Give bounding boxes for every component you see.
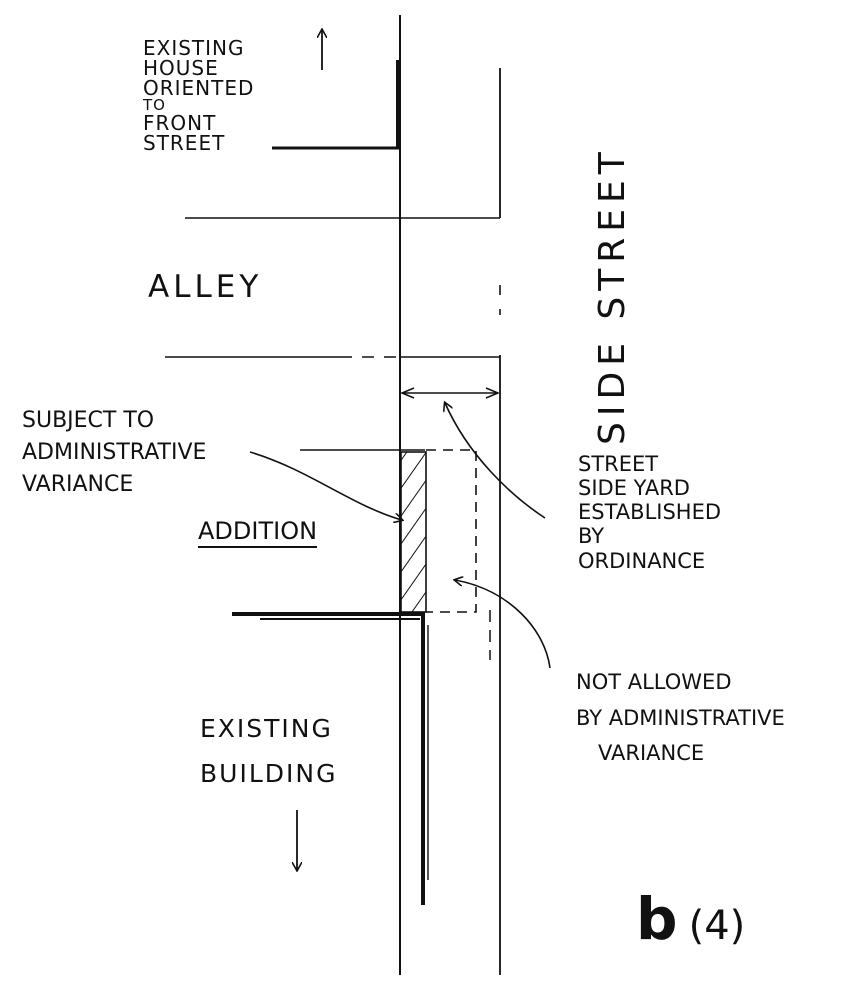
not-allowed-label: NOT ALLOWED BY ADMINISTRATIVE VARIANCE	[576, 665, 785, 772]
figure-number: (4)	[688, 903, 746, 949]
existing-house-line-4: TO	[143, 96, 166, 114]
alley-label: ALLEY	[148, 269, 263, 305]
side-street-label: SIDE STREET	[592, 146, 633, 445]
side-yard-line-2: SIDE YARD	[578, 476, 690, 501]
side-yard-line-4: BY	[578, 524, 605, 549]
existing-house-line-5: FRONT	[143, 111, 217, 135]
subject-line-3: VARIANCE	[22, 471, 134, 497]
dimension-arrow-left	[400, 387, 415, 399]
side-yard-line-5: ORDINANCE	[578, 548, 706, 573]
side-yard-line-3: ESTABLISHED	[578, 500, 722, 525]
existing-house-line-2: HOUSE	[143, 56, 219, 80]
existing-building-label: EXISTING BUILDING	[200, 706, 337, 796]
existing-house-label: EXISTING HOUSE ORIENTED TO FRONT STREET	[143, 38, 254, 153]
existing-building-line-2: BUILDING	[200, 759, 338, 788]
street-side-yard-label: STREET SIDE YARD ESTABLISHED BY ORDINANC…	[578, 452, 721, 573]
figure-label: b (4)	[636, 890, 745, 948]
existing-house-line-6: STREET	[143, 131, 226, 155]
existing-building-line-1: EXISTING	[200, 714, 333, 743]
existing-house-line-3: ORIENTED	[143, 76, 255, 100]
not-allowed-line-1: NOT ALLOWED	[576, 670, 732, 694]
addition-proposed-outline	[426, 449, 477, 613]
addition-label: ADDITION	[198, 519, 318, 548]
subject-line-2: ADMINISTRATIVE	[22, 439, 207, 465]
existing-house-line-1: EXISTING	[143, 36, 245, 60]
not-allowed-line-3: VARIANCE	[598, 741, 705, 766]
side-yard-leader-arrow	[445, 403, 546, 519]
variance-leader-arrow	[249, 451, 402, 520]
not-allowed-line-2: BY ADMINISTRATIVE	[576, 705, 785, 730]
dimension-arrow-right	[485, 387, 500, 399]
subject-line-1: SUBJECT TO	[22, 408, 155, 433]
not-allowed-leader-arrow	[455, 580, 551, 669]
subject-to-variance-label: SUBJECT TO ADMINISTRATIVE VARIANCE	[22, 405, 206, 501]
addition-hatched-area	[400, 451, 427, 613]
figure-letter: b	[636, 885, 678, 953]
side-yard-line-1: STREET	[578, 452, 659, 476]
